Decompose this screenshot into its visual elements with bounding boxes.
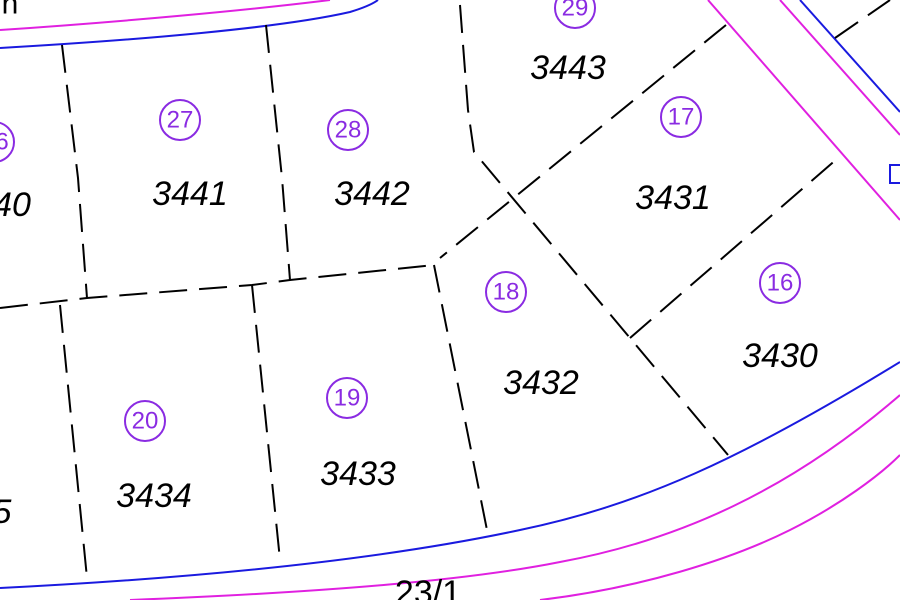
lot-number: 17: [668, 104, 695, 131]
top-road-magenta-line: [0, 0, 331, 31]
partial-parcel-label: 5: [0, 493, 12, 531]
parcel-number: 3441: [152, 175, 228, 213]
parcel-number: 3431: [635, 179, 711, 217]
lot-number-circle: [327, 109, 369, 151]
lot-number: 6: [0, 129, 9, 156]
right-road-blue-line: [799, 0, 900, 113]
right-road-magenta-line-outer: [779, 0, 900, 136]
parcel-boundary: [439, 24, 727, 259]
parcel-number: 3442: [334, 175, 410, 213]
lot-number-circle: [124, 400, 166, 442]
partial-top-label: n: [2, 0, 19, 21]
right-road-dashed-line: [834, 0, 891, 39]
parcel-boundary: [459, 4, 729, 456]
road-parcel-label: 23/1: [395, 574, 461, 600]
parcel-boundary: [433, 264, 489, 536]
bottom-road-magenta-line-2: [539, 454, 900, 600]
top-road-blue-line: [0, 0, 379, 49]
lot-20: 20 3434: [116, 400, 192, 515]
lot-number-circle: [485, 271, 527, 313]
parcel-number: 3432: [503, 364, 579, 402]
lot-26: 6 40: [0, 121, 31, 224]
lot-number-circle: [159, 99, 201, 141]
parcel-number: 3430: [742, 337, 818, 375]
lot-29: 29 3443: [530, 0, 606, 87]
lot-number-circle: [759, 262, 801, 304]
parcel-number: 3443: [530, 49, 606, 87]
lot-27: 27 3441: [152, 99, 228, 213]
lot-number-circle: [660, 96, 702, 138]
lot-number: 16: [767, 270, 794, 297]
lot-17: 17 3431: [635, 96, 711, 217]
lot-28: 28 3442: [327, 109, 410, 213]
parcel-number: 3433: [320, 455, 396, 493]
boundary-marker: [889, 164, 900, 184]
lot-18: 18 3432: [485, 271, 579, 402]
bottom-road-blue-line: [0, 361, 900, 589]
parcel-number: 3434: [116, 477, 192, 515]
lot-number: 19: [334, 385, 361, 412]
parcel-boundary: [61, 44, 88, 299]
lot-number-circle: [0, 121, 15, 163]
lot-number: 29: [562, 0, 589, 22]
bottom-road-magenta-line-1: [129, 394, 900, 600]
lot-number-circle: [554, 0, 596, 29]
parcel-boundary: [251, 284, 281, 561]
lot-number: 18: [493, 279, 520, 306]
right-road-magenta-line-inner: [707, 0, 900, 221]
lot-number: 28: [335, 117, 362, 144]
parcel-boundary: [59, 304, 88, 579]
parcel-boundary: [0, 264, 435, 309]
parcel-boundary: [265, 24, 291, 281]
parcel-boundary: [629, 157, 839, 339]
lot-number: 20: [132, 408, 159, 435]
lot-19: 19 3433: [320, 377, 396, 493]
parcel-number: 40: [0, 186, 31, 224]
lot-16: 16 3430: [742, 262, 818, 375]
lot-number-circle: [326, 377, 368, 419]
lot-number: 27: [167, 107, 194, 134]
